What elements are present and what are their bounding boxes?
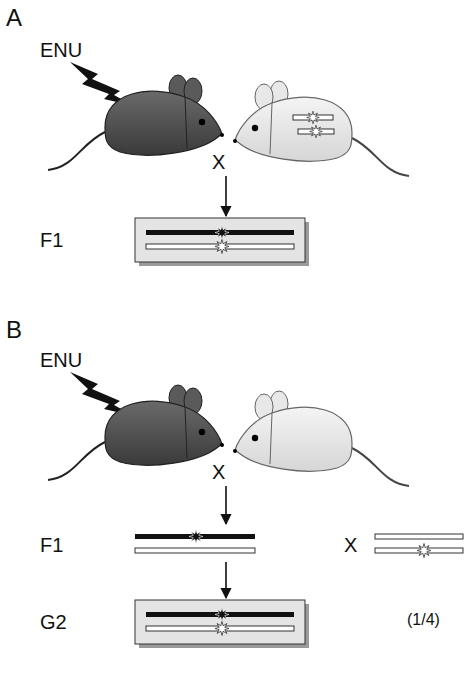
carrier-mouse — [233, 391, 409, 486]
panel-letter: B — [6, 318, 22, 342]
genotype-box — [135, 218, 309, 266]
generation-label: G2 — [40, 612, 67, 632]
cross-symbol: X — [344, 535, 357, 555]
mutagen-label: ENU — [40, 40, 82, 60]
mutagenized-mouse — [48, 75, 224, 170]
generation-label: F1 — [40, 230, 63, 250]
fraction-label: (1/4) — [407, 612, 440, 628]
cross-symbol: X — [212, 462, 225, 482]
chromosome-pair — [135, 530, 255, 554]
chromosome-pair — [375, 534, 463, 558]
cross-symbol: X — [212, 152, 225, 172]
genotype-box — [135, 600, 309, 648]
panel-letter: A — [6, 6, 22, 30]
cross-arrow — [225, 486, 227, 524]
cross-arrow — [225, 562, 227, 598]
cross-arrow — [225, 176, 227, 216]
mutagenized-mouse — [48, 385, 224, 480]
carrier-mouse — [233, 81, 409, 176]
mutagen-label: ENU — [40, 350, 82, 370]
generation-label: F1 — [40, 535, 63, 555]
chromosome-icon — [293, 111, 334, 138]
